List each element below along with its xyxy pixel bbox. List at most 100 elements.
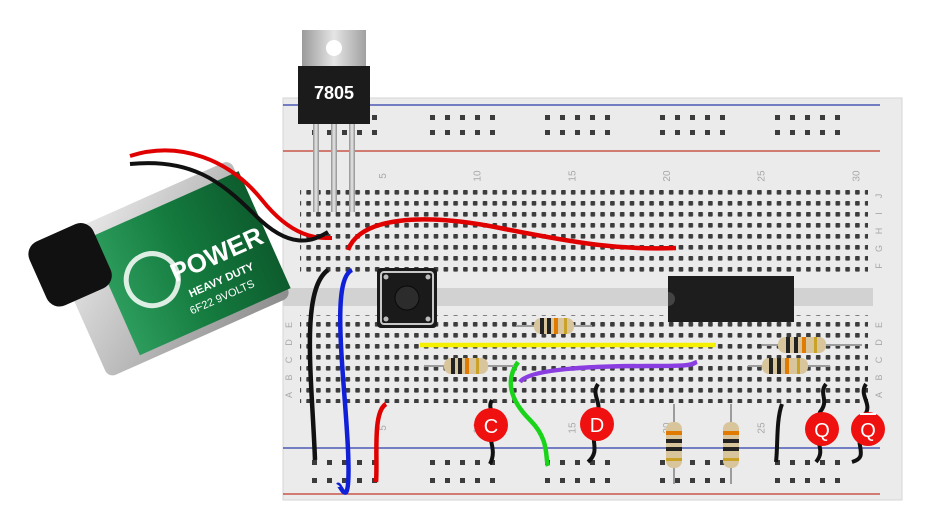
push-button-rivet: [383, 274, 389, 280]
column-number: 5: [378, 173, 389, 179]
column-number: 30: [851, 170, 862, 182]
resistor-4: [748, 358, 830, 374]
rail-hole: [342, 130, 347, 135]
column-number: 25: [757, 422, 768, 434]
rail-hole: [560, 460, 565, 465]
row-letter: D: [874, 339, 884, 346]
rail-hole: [372, 130, 377, 135]
rail-hole: [312, 460, 317, 465]
red-wire-regulator-out: [345, 217, 677, 251]
regulator-label: 7805: [314, 83, 354, 103]
rail-hole: [475, 115, 480, 120]
resistor-band: [802, 337, 806, 353]
column-number: 20: [662, 170, 673, 182]
rail-hole: [545, 478, 550, 483]
rail-hole: [675, 130, 680, 135]
rail-hole: [460, 478, 465, 483]
resistor-band: [666, 431, 682, 435]
resistor-band: [723, 431, 739, 435]
rail-hole: [545, 130, 550, 135]
rail-hole: [312, 478, 317, 483]
rail-hole: [660, 478, 665, 483]
rail-hole: [430, 460, 435, 465]
rail-hole: [805, 115, 810, 120]
row-letter: B: [284, 374, 294, 380]
resistor-band: [564, 318, 567, 334]
rail-hole: [835, 130, 840, 135]
column-number: 15: [567, 422, 578, 434]
rail-hole: [775, 478, 780, 483]
rail-hole: [445, 115, 450, 120]
rail-hole: [805, 478, 810, 483]
rail-hole: [590, 460, 595, 465]
row-letter: A: [874, 392, 884, 398]
rail-hole: [575, 130, 580, 135]
rail-hole: [605, 115, 610, 120]
row-letter: A: [284, 392, 294, 398]
rail-hole: [590, 115, 595, 120]
resistor-band: [465, 358, 469, 374]
rail-hole: [720, 460, 725, 465]
rail-hole: [835, 460, 840, 465]
rail-hole: [605, 460, 610, 465]
rail-hole: [430, 130, 435, 135]
rail-hole: [475, 478, 480, 483]
row-letter: C: [874, 356, 884, 363]
rail-hole: [675, 478, 680, 483]
rail-hole: [705, 478, 710, 483]
red-wire-vcc: [373, 402, 388, 483]
rail-hole: [590, 130, 595, 135]
rail-hole: [705, 460, 710, 465]
rail-hole: [342, 478, 347, 483]
row-letter: E: [284, 322, 294, 328]
rail-hole: [820, 478, 825, 483]
rail-hole: [327, 478, 332, 483]
rail-hole: [445, 130, 450, 135]
row-letter: D: [284, 339, 294, 346]
resistor-band: [794, 337, 798, 353]
rail-hole: [660, 130, 665, 135]
rail-hole: [575, 115, 580, 120]
rail-hole: [327, 460, 332, 465]
column-number: 15: [567, 170, 578, 182]
marker-q-bar-label: Q: [860, 420, 876, 442]
rail-hole: [460, 115, 465, 120]
push-button-rivet: [383, 316, 389, 322]
marker-q: Q: [805, 412, 839, 446]
row-letter: I: [874, 212, 884, 215]
resistor-band: [786, 337, 790, 353]
regulator-pin-out: [349, 124, 355, 212]
rail-hole: [790, 478, 795, 483]
rail-hole: [775, 115, 780, 120]
push-button-cap: [394, 285, 420, 311]
row-letter: C: [284, 356, 294, 363]
resistor-band: [547, 318, 551, 334]
rail-hole: [357, 478, 362, 483]
resistor-1: [516, 318, 592, 334]
rail-hole: [705, 115, 710, 120]
resistor-band: [723, 458, 739, 461]
battery-black-lead: [129, 161, 330, 243]
blue-wire: [335, 267, 354, 495]
rail-hole: [560, 130, 565, 135]
row-letter: E: [874, 322, 884, 328]
rail-hole: [342, 460, 347, 465]
marker-q-label: Q: [814, 420, 830, 442]
column-number: 5: [378, 425, 389, 431]
rail-hole: [690, 478, 695, 483]
rail-hole: [460, 460, 465, 465]
battery-snap-connector: [28, 223, 112, 307]
black-wire-right: [774, 403, 784, 463]
resistor-band: [814, 337, 817, 353]
rail-hole: [475, 130, 480, 135]
rail-hole: [560, 478, 565, 483]
row-letter: H: [874, 228, 884, 235]
rail-hole: [720, 478, 725, 483]
rail-hole: [560, 115, 565, 120]
rail-hole: [820, 115, 825, 120]
resistor-2: [424, 358, 514, 374]
row-letter: F: [874, 263, 884, 269]
ic-body: [668, 276, 794, 322]
rail-hole: [790, 130, 795, 135]
